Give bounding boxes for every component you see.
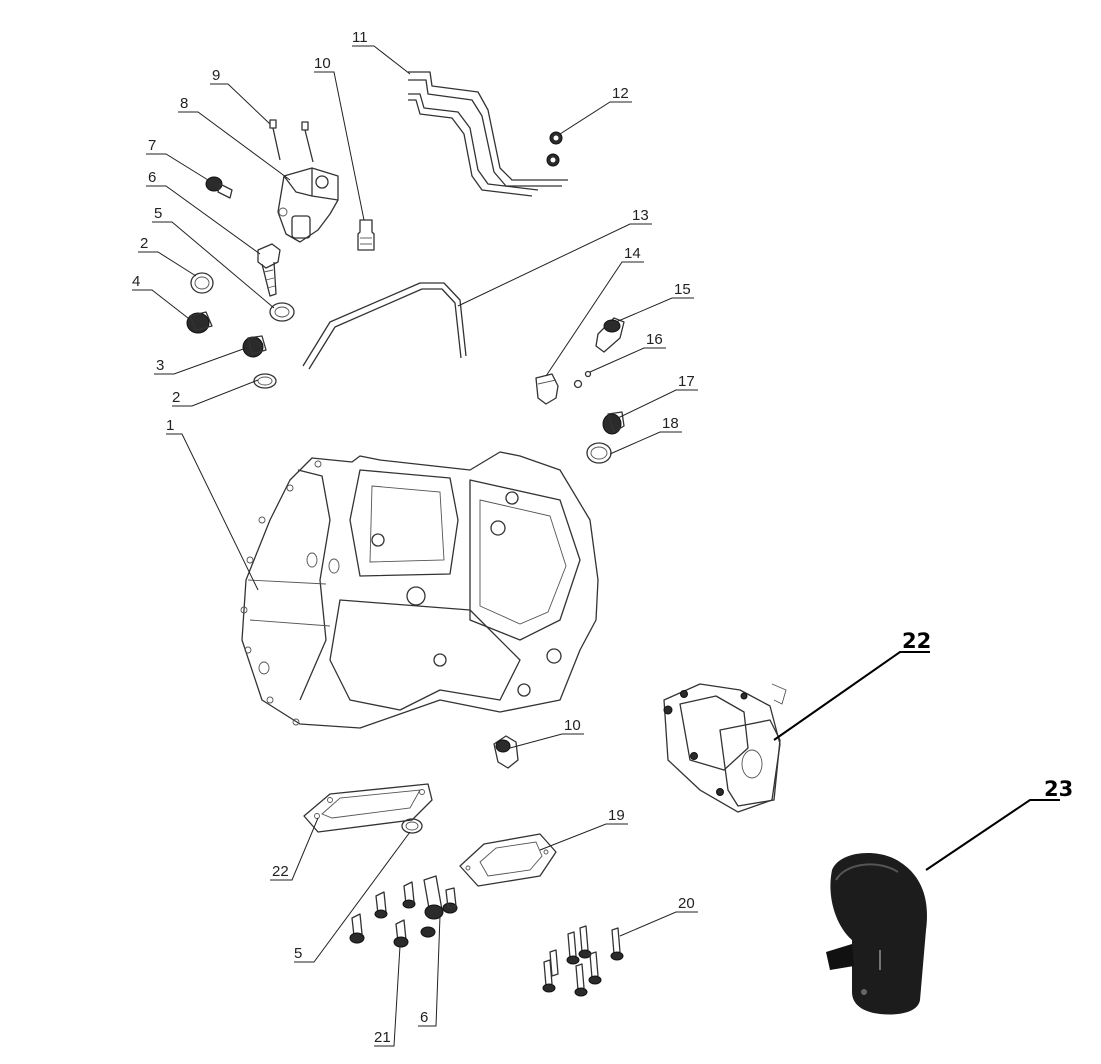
part-20-bolts: [542, 925, 624, 997]
callout-16: 16: [646, 331, 663, 348]
callout-18: 18: [662, 415, 679, 432]
callout-10-top: 10: [314, 55, 331, 72]
part-19-cover-plate: [459, 833, 557, 887]
callout-19: 19: [608, 807, 625, 824]
callout-8: 8: [180, 95, 188, 112]
callout-6-lower: 6: [420, 1009, 428, 1026]
callout-21: 21: [374, 1029, 391, 1046]
callout-1: 1: [166, 417, 174, 434]
part-9-bolts: [269, 119, 314, 163]
callout-13: 13: [632, 207, 649, 224]
part-22-gasket-plate: [303, 783, 433, 833]
callout-5-top: 5: [154, 205, 162, 222]
part-22-pump: [663, 683, 787, 813]
part-1-gearbox-housing: [240, 451, 599, 729]
part-5-washer-lower: [401, 818, 423, 834]
part-23-shift-knob: [826, 852, 927, 1015]
callout-3: 3: [156, 357, 164, 374]
part-10-top-plug: [357, 219, 375, 251]
callout-17: 17: [678, 373, 695, 390]
part-12-nuts: [546, 131, 563, 167]
part-6-top-screw: [257, 243, 281, 297]
callout-14: 14: [624, 245, 641, 262]
part-4-plug: [186, 311, 213, 334]
callout-4: 4: [132, 273, 140, 290]
part-2-seal-ring-top: [190, 272, 214, 294]
callout-12: 12: [612, 85, 629, 102]
part-10-lower-plug: [493, 735, 519, 769]
part-11-pipes: [408, 71, 568, 197]
part-18-seal-ring: [586, 442, 612, 464]
callout-6-top: 6: [148, 169, 156, 186]
part-17-plug: [602, 411, 625, 435]
callout-labels: 1 2 2 3 4 5 5 6 6 7 8 9 10 10 11 12 13 1…: [132, 29, 1073, 1046]
part-16-ball: [573, 370, 592, 389]
callout-10-lower: 10: [564, 717, 581, 734]
part-7-fitting: [205, 176, 233, 199]
part-13-rod: [302, 282, 467, 370]
part-3-plug: [242, 335, 267, 358]
callout-22-pump: 22: [902, 629, 931, 653]
callout-2-lower: 2: [172, 389, 180, 406]
part-14-plug: [535, 373, 559, 405]
callout-5-lower: 5: [294, 945, 302, 962]
callout-9: 9: [212, 67, 220, 84]
part-2-seal-ring-lower: [253, 373, 277, 389]
callout-22-gasket: 22: [272, 863, 289, 880]
part-15-fitting: [595, 317, 625, 353]
part-21-bolts: [349, 875, 458, 948]
part-5-washer: [269, 302, 295, 322]
callout-11: 11: [352, 29, 368, 46]
callout-2-top: 2: [140, 235, 148, 252]
callout-15: 15: [674, 281, 691, 298]
leader-lines: [132, 45, 1060, 1047]
callout-23: 23: [1044, 777, 1073, 801]
callout-20: 20: [678, 895, 695, 912]
callout-7: 7: [148, 137, 156, 154]
part-8-valve-block: [277, 167, 339, 243]
